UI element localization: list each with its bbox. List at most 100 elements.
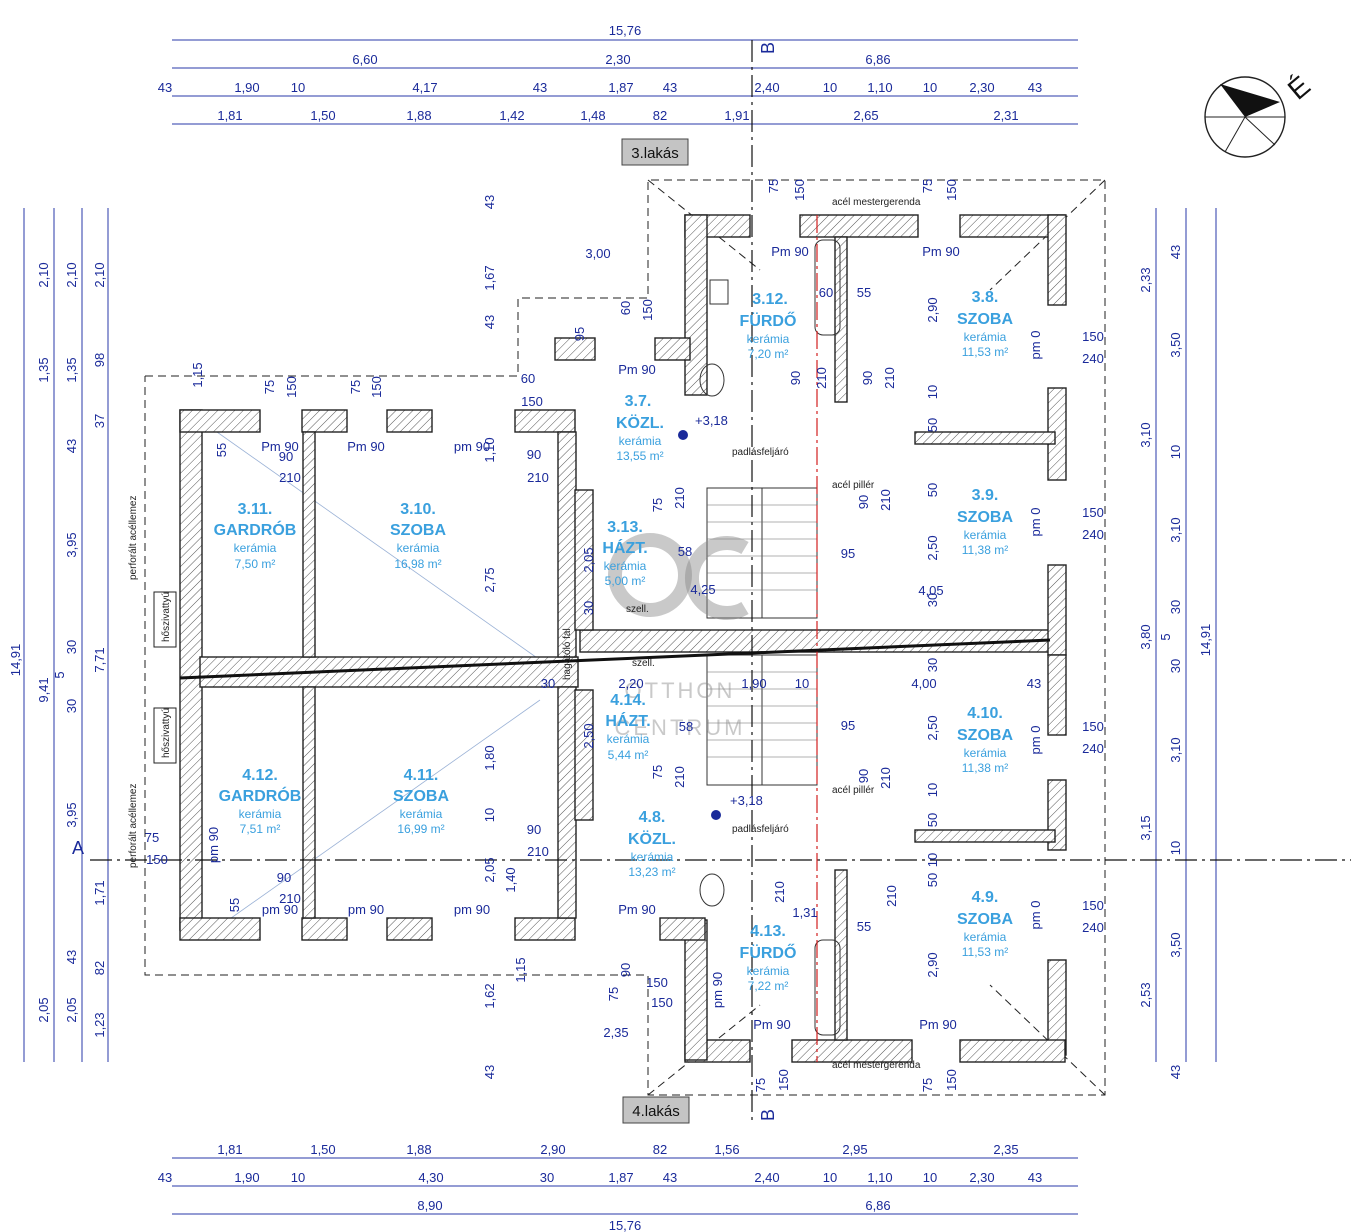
- svg-text:75: 75: [650, 765, 665, 779]
- svg-text:2,20: 2,20: [618, 676, 643, 691]
- svg-text:95: 95: [841, 546, 855, 561]
- svg-text:43: 43: [158, 80, 172, 95]
- svg-text:SZOBA: SZOBA: [957, 727, 1013, 744]
- svg-text:pm 0: pm 0: [1028, 331, 1043, 360]
- svg-text:1,90: 1,90: [741, 676, 766, 691]
- svg-text:9,41: 9,41: [36, 677, 51, 702]
- svg-text:2,05: 2,05: [482, 857, 497, 882]
- room-4-10: 4.10. SZOBA kerámia 11,38 m²: [957, 705, 1013, 775]
- svg-text:pm 90: pm 90: [348, 902, 384, 917]
- svg-text:pm 0: pm 0: [1028, 901, 1043, 930]
- svg-text:pm 90: pm 90: [454, 902, 490, 917]
- svg-text:150: 150: [944, 1069, 959, 1091]
- annotations: acél mestergerenda acél mestergerenda ac…: [128, 197, 921, 1071]
- svg-text:1,15: 1,15: [190, 362, 205, 387]
- svg-text:padlásfeljáró: padlásfeljáró: [732, 824, 789, 835]
- svg-text:1,23: 1,23: [92, 1012, 107, 1037]
- svg-text:kerámia: kerámia: [400, 807, 443, 821]
- svg-text:1,50: 1,50: [310, 108, 335, 123]
- svg-text:10: 10: [1168, 841, 1183, 855]
- walls: [179, 214, 1067, 1063]
- section-b-top-label: B: [758, 42, 778, 54]
- svg-text:30: 30: [925, 593, 940, 607]
- svg-text:7,51 m²: 7,51 m²: [240, 822, 281, 836]
- svg-text:2,35: 2,35: [993, 1142, 1018, 1157]
- svg-text:82: 82: [92, 961, 107, 975]
- svg-text:2,05: 2,05: [64, 997, 79, 1022]
- svg-text:1,81: 1,81: [217, 108, 242, 123]
- bathroom-fixtures: [699, 239, 841, 1036]
- svg-text:kerámia: kerámia: [964, 330, 1007, 344]
- svg-text:8,90: 8,90: [417, 1198, 442, 1213]
- svg-text:210: 210: [878, 767, 893, 789]
- svg-text:10: 10: [925, 385, 940, 399]
- svg-text:Pm 90: Pm 90: [922, 244, 960, 259]
- svg-text:acél pillér: acél pillér: [832, 785, 875, 796]
- svg-text:43: 43: [663, 1170, 677, 1185]
- svg-text:60: 60: [521, 371, 535, 386]
- svg-text:1,90: 1,90: [234, 1170, 259, 1185]
- svg-text:Pm 90: Pm 90: [347, 439, 385, 454]
- svg-text:3,15: 3,15: [1138, 815, 1153, 840]
- svg-text:90: 90: [618, 963, 633, 977]
- svg-text:150: 150: [369, 376, 384, 398]
- svg-text:FÜRDŐ: FÜRDŐ: [740, 311, 797, 330]
- svg-text:75: 75: [262, 380, 277, 394]
- svg-text:6,60: 6,60: [352, 52, 377, 67]
- svg-text:kerámia: kerámia: [747, 964, 790, 978]
- svg-text:55: 55: [857, 285, 871, 300]
- svg-text:58: 58: [678, 544, 692, 559]
- svg-text:11,53 m²: 11,53 m²: [962, 945, 1008, 959]
- svg-text:pm 90: pm 90: [454, 439, 490, 454]
- svg-text:90: 90: [277, 870, 291, 885]
- svg-text:Pm 90: Pm 90: [261, 439, 299, 454]
- svg-text:90: 90: [856, 495, 871, 509]
- svg-text:pm 90: pm 90: [262, 902, 298, 917]
- svg-text:kerámia: kerámia: [964, 746, 1007, 760]
- svg-text:150: 150: [1082, 505, 1104, 520]
- svg-text:2,40: 2,40: [754, 80, 779, 95]
- svg-text:1,80: 1,80: [482, 745, 497, 770]
- svg-text:150: 150: [646, 975, 668, 990]
- svg-text:16,98 m²: 16,98 m²: [394, 557, 441, 571]
- svg-text:75: 75: [766, 179, 781, 193]
- svg-text:43: 43: [64, 950, 79, 964]
- svg-text:kerámia: kerámia: [747, 332, 790, 346]
- svg-text:kerámia: kerámia: [397, 541, 440, 555]
- svg-text:1,31: 1,31: [792, 905, 817, 920]
- svg-text:1,87: 1,87: [608, 1170, 633, 1185]
- svg-text:2,65: 2,65: [853, 108, 878, 123]
- inner-dimensions: 3,00 1,67 43 43 95 60 150 Pm 90 Pm 90 Pm…: [145, 179, 1104, 1092]
- svg-text:150: 150: [284, 376, 299, 398]
- svg-text:210: 210: [672, 766, 687, 788]
- north-arrow-icon: É: [1204, 70, 1316, 158]
- room-3-9: 3.9. SZOBA kerámia 11,38 m²: [957, 487, 1013, 557]
- svg-text:82: 82: [653, 1142, 667, 1157]
- svg-text:SZOBA: SZOBA: [393, 788, 449, 805]
- room-4-12: 4.12. GARDRÓB kerámia 7,51 m²: [219, 767, 302, 836]
- svg-text:4,05: 4,05: [918, 583, 943, 598]
- svg-text:kerámia: kerámia: [964, 930, 1007, 944]
- svg-text:2,05: 2,05: [36, 997, 51, 1022]
- svg-text:210: 210: [279, 470, 301, 485]
- svg-text:szell.: szell.: [632, 658, 655, 669]
- room-3-13: 3.13. HÁZT. kerámia 5,00 m²: [602, 519, 647, 588]
- svg-text:30: 30: [1168, 600, 1183, 614]
- svg-text:hagatóló fal: hagatóló fal: [562, 628, 573, 680]
- svg-text:Pm 90: Pm 90: [919, 1017, 957, 1032]
- svg-text:1,91: 1,91: [724, 108, 749, 123]
- svg-text:10: 10: [823, 1170, 837, 1185]
- svg-text:1,88: 1,88: [406, 1142, 431, 1157]
- svg-text:30: 30: [1168, 659, 1183, 673]
- svg-text:kerámia: kerámia: [619, 434, 662, 448]
- room-4-14: 4.14. HÁZT. kerámia 5,44 m²: [605, 692, 650, 762]
- svg-text:43: 43: [482, 315, 497, 329]
- svg-text:150: 150: [776, 1069, 791, 1091]
- svg-text:5,44 m²: 5,44 m²: [608, 748, 649, 762]
- bottom-dimensions: 1,81 1,50 1,88 2,90 82 1,56 2,95 2,35 43…: [158, 1142, 1078, 1232]
- svg-text:43: 43: [482, 1065, 497, 1079]
- svg-text:30: 30: [64, 640, 79, 654]
- svg-text:1,56: 1,56: [714, 1142, 739, 1157]
- svg-text:Pm 90: Pm 90: [618, 362, 656, 377]
